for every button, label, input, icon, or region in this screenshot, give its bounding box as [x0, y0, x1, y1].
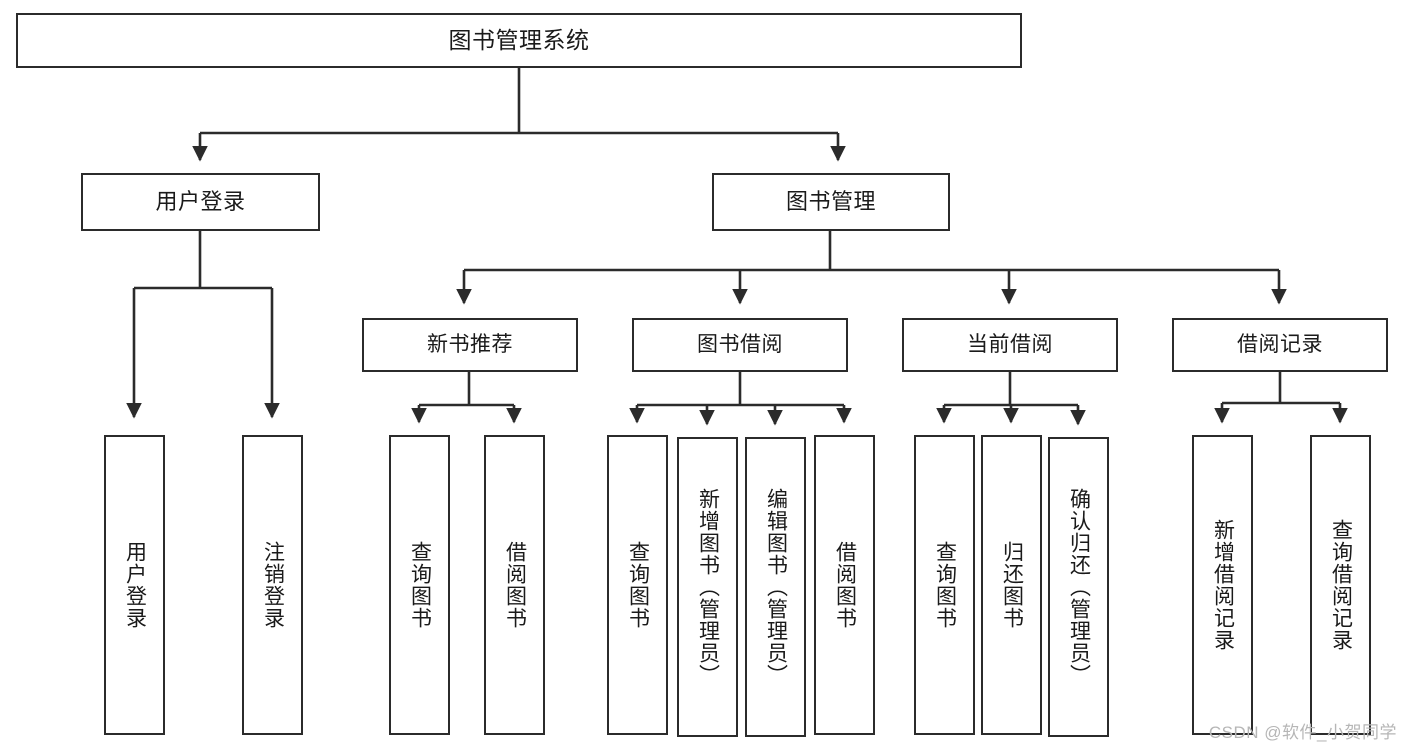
leaf-query-book-current[interactable]: 查询图书 — [914, 435, 975, 735]
node-borrow-record[interactable]: 借阅记录 — [1172, 318, 1388, 372]
leaf-edit-book-admin[interactable]: 编辑图书（管理员） — [745, 437, 806, 737]
leaf-return-book[interactable]: 归还图书 — [981, 435, 1042, 735]
node-root-label: 图书管理系统 — [448, 26, 590, 53]
node-borrow-record-label: 借阅记录 — [1237, 332, 1323, 356]
leaf-query-book-current-label: 查询图书 — [933, 541, 957, 629]
leaf-add-book-admin-label: 新增图书（管理员） — [696, 488, 720, 686]
leaf-add-borrow-record[interactable]: 新增借阅记录 — [1192, 435, 1253, 735]
leaf-add-borrow-record-label: 新增借阅记录 — [1211, 519, 1235, 651]
leaf-return-book-label: 归还图书 — [1000, 541, 1024, 629]
leaf-query-book-borrow-label: 查询图书 — [626, 541, 650, 629]
leaf-query-borrow-record-label: 查询借阅记录 — [1329, 519, 1353, 651]
leaf-borrow-book-recommend[interactable]: 借阅图书 — [484, 435, 545, 735]
node-new-book-recommend[interactable]: 新书推荐 — [362, 318, 578, 372]
node-new-book-recommend-label: 新书推荐 — [427, 332, 513, 356]
leaf-query-borrow-record[interactable]: 查询借阅记录 — [1310, 435, 1371, 735]
leaf-borrow-book-recommend-label: 借阅图书 — [503, 541, 527, 629]
leaf-add-book-admin[interactable]: 新增图书（管理员） — [677, 437, 738, 737]
leaf-query-book-recommend-label: 查询图书 — [408, 541, 432, 629]
node-root[interactable]: 图书管理系统 — [16, 13, 1022, 68]
node-book-borrow-label: 图书借阅 — [697, 332, 783, 356]
leaf-user-login-label: 用户登录 — [123, 541, 147, 629]
leaf-edit-book-admin-label: 编辑图书（管理员） — [764, 488, 788, 686]
leaf-borrow-book-borrow-label: 借阅图书 — [833, 541, 857, 629]
leaf-confirm-return-admin[interactable]: 确认归还（管理员） — [1048, 437, 1109, 737]
node-current-borrow-label: 当前借阅 — [967, 332, 1053, 356]
node-book-manage-label: 图书管理 — [785, 189, 876, 215]
node-user-login[interactable]: 用户登录 — [81, 173, 320, 231]
node-book-manage[interactable]: 图书管理 — [712, 173, 950, 231]
leaf-user-login[interactable]: 用户登录 — [104, 435, 165, 735]
leaf-query-book-recommend[interactable]: 查询图书 — [389, 435, 450, 735]
leaf-query-book-borrow[interactable]: 查询图书 — [607, 435, 668, 735]
leaf-logout-label: 注销登录 — [261, 541, 285, 629]
node-user-login-label: 用户登录 — [155, 189, 246, 215]
leaf-confirm-return-admin-label: 确认归还（管理员） — [1067, 488, 1091, 686]
leaf-borrow-book-borrow[interactable]: 借阅图书 — [814, 435, 875, 735]
node-book-borrow[interactable]: 图书借阅 — [632, 318, 848, 372]
leaf-logout[interactable]: 注销登录 — [242, 435, 303, 735]
node-current-borrow[interactable]: 当前借阅 — [902, 318, 1118, 372]
